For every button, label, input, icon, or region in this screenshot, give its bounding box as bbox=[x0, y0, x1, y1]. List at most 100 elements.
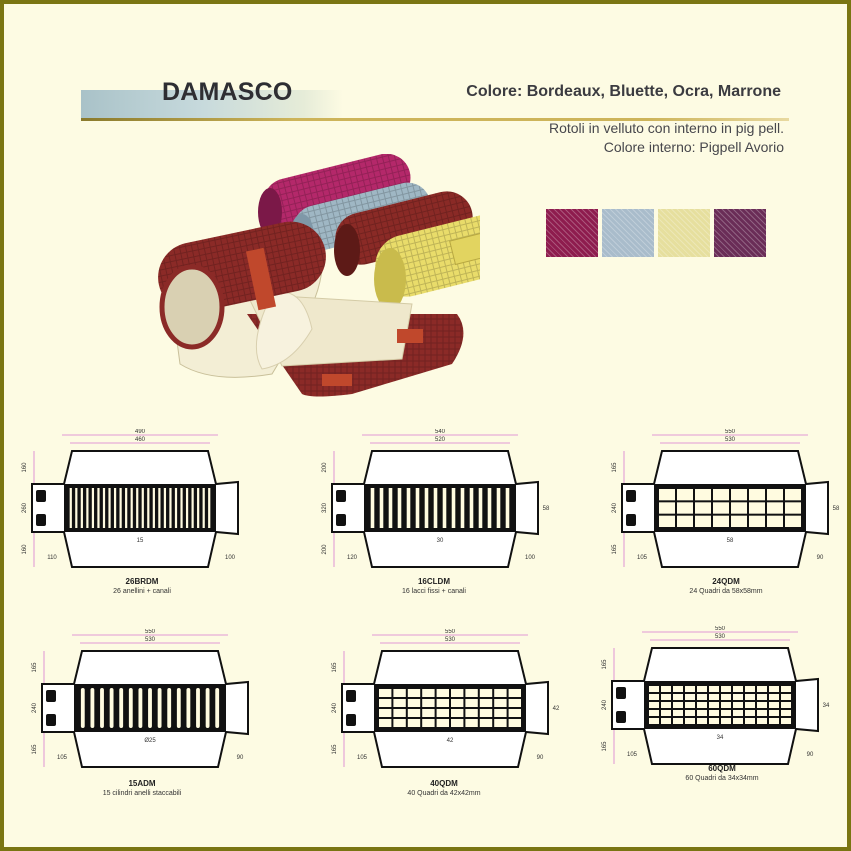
grid-cell bbox=[757, 686, 767, 692]
dim-outer: 550 bbox=[145, 629, 156, 635]
dim-inner: 520 bbox=[435, 437, 446, 443]
slot bbox=[69, 488, 72, 528]
grid-cell bbox=[436, 709, 449, 717]
grid-cell bbox=[731, 515, 747, 527]
slot bbox=[196, 688, 200, 728]
swatch-bluette bbox=[602, 209, 654, 257]
grid-cell bbox=[407, 709, 421, 717]
grid-cell bbox=[465, 719, 478, 727]
grid-cell bbox=[677, 502, 693, 514]
grid-cell bbox=[757, 702, 767, 708]
slot bbox=[388, 488, 393, 528]
dim-h-mid: 260 bbox=[22, 502, 28, 513]
grid-cell bbox=[721, 686, 731, 692]
dim-h-top: 165 bbox=[32, 662, 38, 673]
swatch-marrone bbox=[714, 209, 766, 257]
flap-slot bbox=[616, 687, 626, 699]
grid-cell bbox=[508, 719, 521, 727]
grid-cell bbox=[685, 694, 695, 700]
grid-cell bbox=[661, 702, 671, 708]
grid-cell bbox=[494, 709, 507, 717]
grid-cell bbox=[494, 719, 507, 727]
grid-cell bbox=[673, 718, 683, 724]
grid-cell bbox=[695, 502, 711, 514]
title-band bbox=[81, 90, 343, 120]
grid-cell bbox=[721, 710, 731, 716]
grid-cell bbox=[479, 709, 493, 717]
grid-cell bbox=[393, 699, 406, 707]
grid-cell bbox=[749, 489, 765, 501]
grid-cell bbox=[781, 694, 791, 700]
slot bbox=[191, 488, 194, 528]
slot bbox=[147, 488, 150, 528]
slot bbox=[138, 688, 143, 728]
grid-cell bbox=[731, 502, 747, 514]
slot bbox=[141, 488, 144, 528]
grid-cell bbox=[769, 694, 779, 700]
slot bbox=[197, 488, 200, 528]
flap-slot bbox=[346, 714, 356, 726]
grid-cell bbox=[749, 515, 765, 527]
grid-cell bbox=[781, 686, 791, 692]
grid-cell bbox=[673, 702, 683, 708]
grid-cell bbox=[422, 699, 435, 707]
slot bbox=[487, 488, 492, 528]
flap-slot bbox=[36, 514, 46, 526]
grid-cell bbox=[393, 709, 406, 717]
caption-desc: 24 Quadri da 58x58mm bbox=[689, 588, 763, 595]
dim-h-mid: 240 bbox=[332, 702, 338, 713]
caption-desc: 15 cilindri anelli staccabili bbox=[102, 790, 182, 797]
roll-yellow bbox=[374, 213, 480, 310]
grid-cell bbox=[407, 689, 421, 697]
slot bbox=[397, 488, 402, 528]
grid-cell bbox=[422, 719, 435, 727]
page-title: DAMASCO bbox=[162, 78, 293, 106]
grid-cell bbox=[677, 515, 693, 527]
dim-outer: 550 bbox=[725, 429, 736, 435]
dim-h-mid: 240 bbox=[602, 699, 608, 710]
grid-cell bbox=[451, 699, 464, 707]
grid-cell bbox=[649, 702, 659, 708]
grid-cell bbox=[769, 710, 779, 716]
dim-h-bot: 165 bbox=[32, 744, 38, 755]
flap-slot bbox=[46, 690, 56, 702]
roll-open bbox=[158, 221, 464, 397]
grid-cell bbox=[436, 689, 449, 697]
grid-cell bbox=[697, 718, 707, 724]
grid-cell bbox=[709, 694, 719, 700]
slot bbox=[208, 488, 211, 528]
dim-outer: 550 bbox=[715, 626, 726, 632]
colors-heading: Colore: Bordeaux, Bluette, Ocra, Marrone bbox=[466, 83, 781, 100]
grid-cell bbox=[767, 489, 783, 501]
slot bbox=[167, 688, 172, 728]
slot bbox=[148, 688, 152, 728]
grid-cell bbox=[781, 702, 791, 708]
grid-cell bbox=[733, 694, 743, 700]
flap-slot bbox=[616, 711, 626, 723]
caption-code: 60QDM bbox=[708, 764, 736, 773]
grid-cell bbox=[745, 702, 755, 708]
grid-cell bbox=[757, 710, 767, 716]
slot bbox=[109, 688, 114, 728]
desc-line-2: Colore interno: Pigpell Avorio bbox=[603, 139, 784, 155]
dim-left: 110 bbox=[47, 555, 57, 561]
grid-cell bbox=[379, 689, 392, 697]
grid-cell bbox=[713, 502, 729, 514]
slot bbox=[176, 688, 181, 728]
slot bbox=[442, 488, 447, 528]
grid-cell bbox=[436, 699, 449, 707]
grid-cell bbox=[494, 689, 507, 697]
caption-code: 26BRDM bbox=[125, 577, 159, 586]
dim-side: 58 bbox=[543, 506, 550, 512]
grid-cell bbox=[697, 686, 707, 692]
caption-code: 24QDM bbox=[712, 577, 740, 586]
dim-inner: 530 bbox=[145, 637, 156, 643]
grid-cell bbox=[745, 718, 755, 724]
dim-h-mid: 320 bbox=[322, 502, 328, 513]
grid-cell bbox=[422, 689, 435, 697]
caption-code: 16CLDM bbox=[417, 577, 450, 586]
